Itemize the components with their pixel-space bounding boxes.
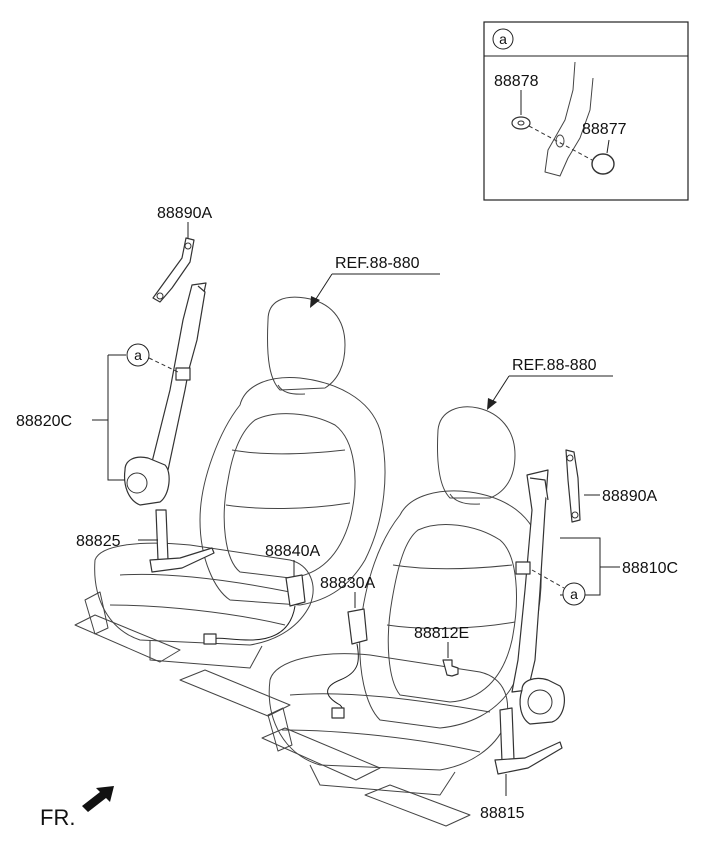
right-seat-belt-assembly: 88830A 88812E 88890A 88810C a 88815 [320,449,678,822]
height-adjuster-88890A-right [565,449,581,523]
left-seat [74,296,386,717]
marker-a-left-label: a [134,347,142,363]
front-label: FR. [40,805,75,830]
detail-box-marker [492,28,514,50]
height-adjuster-88890A-left [152,237,195,303]
bolt-88812E [442,659,459,677]
buckle-88840A [285,574,306,607]
ref-right: REF.88-880 [487,357,613,410]
label-88890A-left: 88890A [157,205,212,222]
ref-label-left: REF.88-880 [335,255,420,272]
cap-88877 [591,153,615,175]
front-direction-indicator: FR. [40,786,114,830]
label-88825: 88825 [76,533,121,550]
detail-box-a: a 88878 88877 [483,21,689,201]
seat-belt-88810C [511,469,549,693]
label-88810C: 88810C [622,560,678,577]
label-88840A: 88840A [265,543,320,560]
label-88878: 88878 [494,73,539,90]
label-88812E: 88812E [414,625,469,642]
label-88877: 88877 [582,121,627,138]
marker-a-right [562,582,586,606]
ref-label-right: REF.88-880 [512,357,597,374]
buckle-anchor-88815 [499,707,515,763]
label-88890A-right: 88890A [602,488,657,505]
buckle-88830A [347,608,368,645]
pillar-trim [544,61,594,177]
front-arrow-icon [82,786,114,812]
marker-a-left [126,343,150,367]
label-88820C: 88820C [16,413,72,430]
ref-left: REF.88-880 [310,255,440,308]
marker-a-right-label: a [570,586,578,602]
buckle-anchor-88825 [155,509,169,561]
label-88815: 88815 [480,805,525,822]
left-seat-belt-assembly: 88890A 88820C a 88825 88840A [16,205,320,645]
detail-box-marker-label: a [499,31,507,47]
label-88830A: 88830A [320,575,375,592]
